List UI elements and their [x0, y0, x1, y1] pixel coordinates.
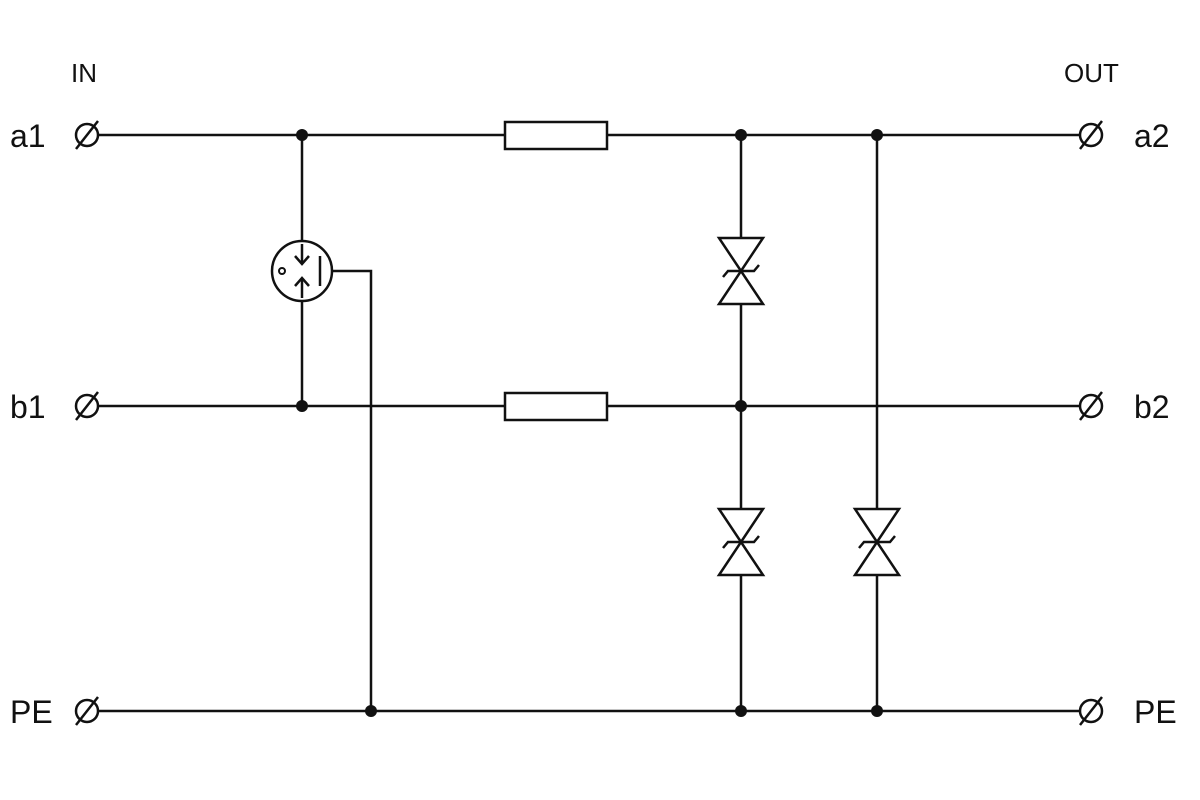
terminal-pe-in-icon	[74, 696, 100, 726]
tvs-diode-b-pe-icon	[716, 507, 766, 577]
terminal-a2-icon	[1078, 120, 1104, 150]
junction-dot	[871, 705, 883, 717]
gas-discharge-tube-icon	[270, 239, 334, 303]
terminal-label-pe-in: PE	[10, 694, 53, 730]
junction-dot	[296, 400, 308, 412]
junction-dot	[735, 705, 747, 717]
terminal-label-b2: b2	[1134, 389, 1170, 425]
terminal-label-b1: b1	[10, 389, 46, 425]
junction-dot	[735, 400, 747, 412]
resistor-b-icon	[503, 391, 609, 422]
input-header: IN	[71, 58, 97, 88]
terminal-pe-out-icon	[1078, 696, 1104, 726]
terminal-b2-icon	[1078, 391, 1104, 421]
output-header: OUT	[1064, 58, 1119, 88]
junction-dot	[365, 705, 377, 717]
wires	[96, 133, 1079, 713]
terminal-a1-icon	[74, 120, 100, 150]
junction-dot	[296, 129, 308, 141]
resistor-a-icon	[503, 120, 609, 151]
terminal-label-pe-out: PE	[1134, 694, 1177, 730]
junction-dot	[871, 129, 883, 141]
junction-dot	[735, 129, 747, 141]
tvs-diode-a-b-icon	[716, 236, 766, 306]
terminal-label-a2: a2	[1134, 118, 1170, 154]
junction-dots	[296, 129, 883, 717]
terminal-b1-icon	[74, 391, 100, 421]
terminal-label-a1: a1	[10, 118, 46, 154]
tvs-diode-a-pe-icon	[852, 507, 902, 577]
wire-gdt-ground	[332, 269, 373, 711]
